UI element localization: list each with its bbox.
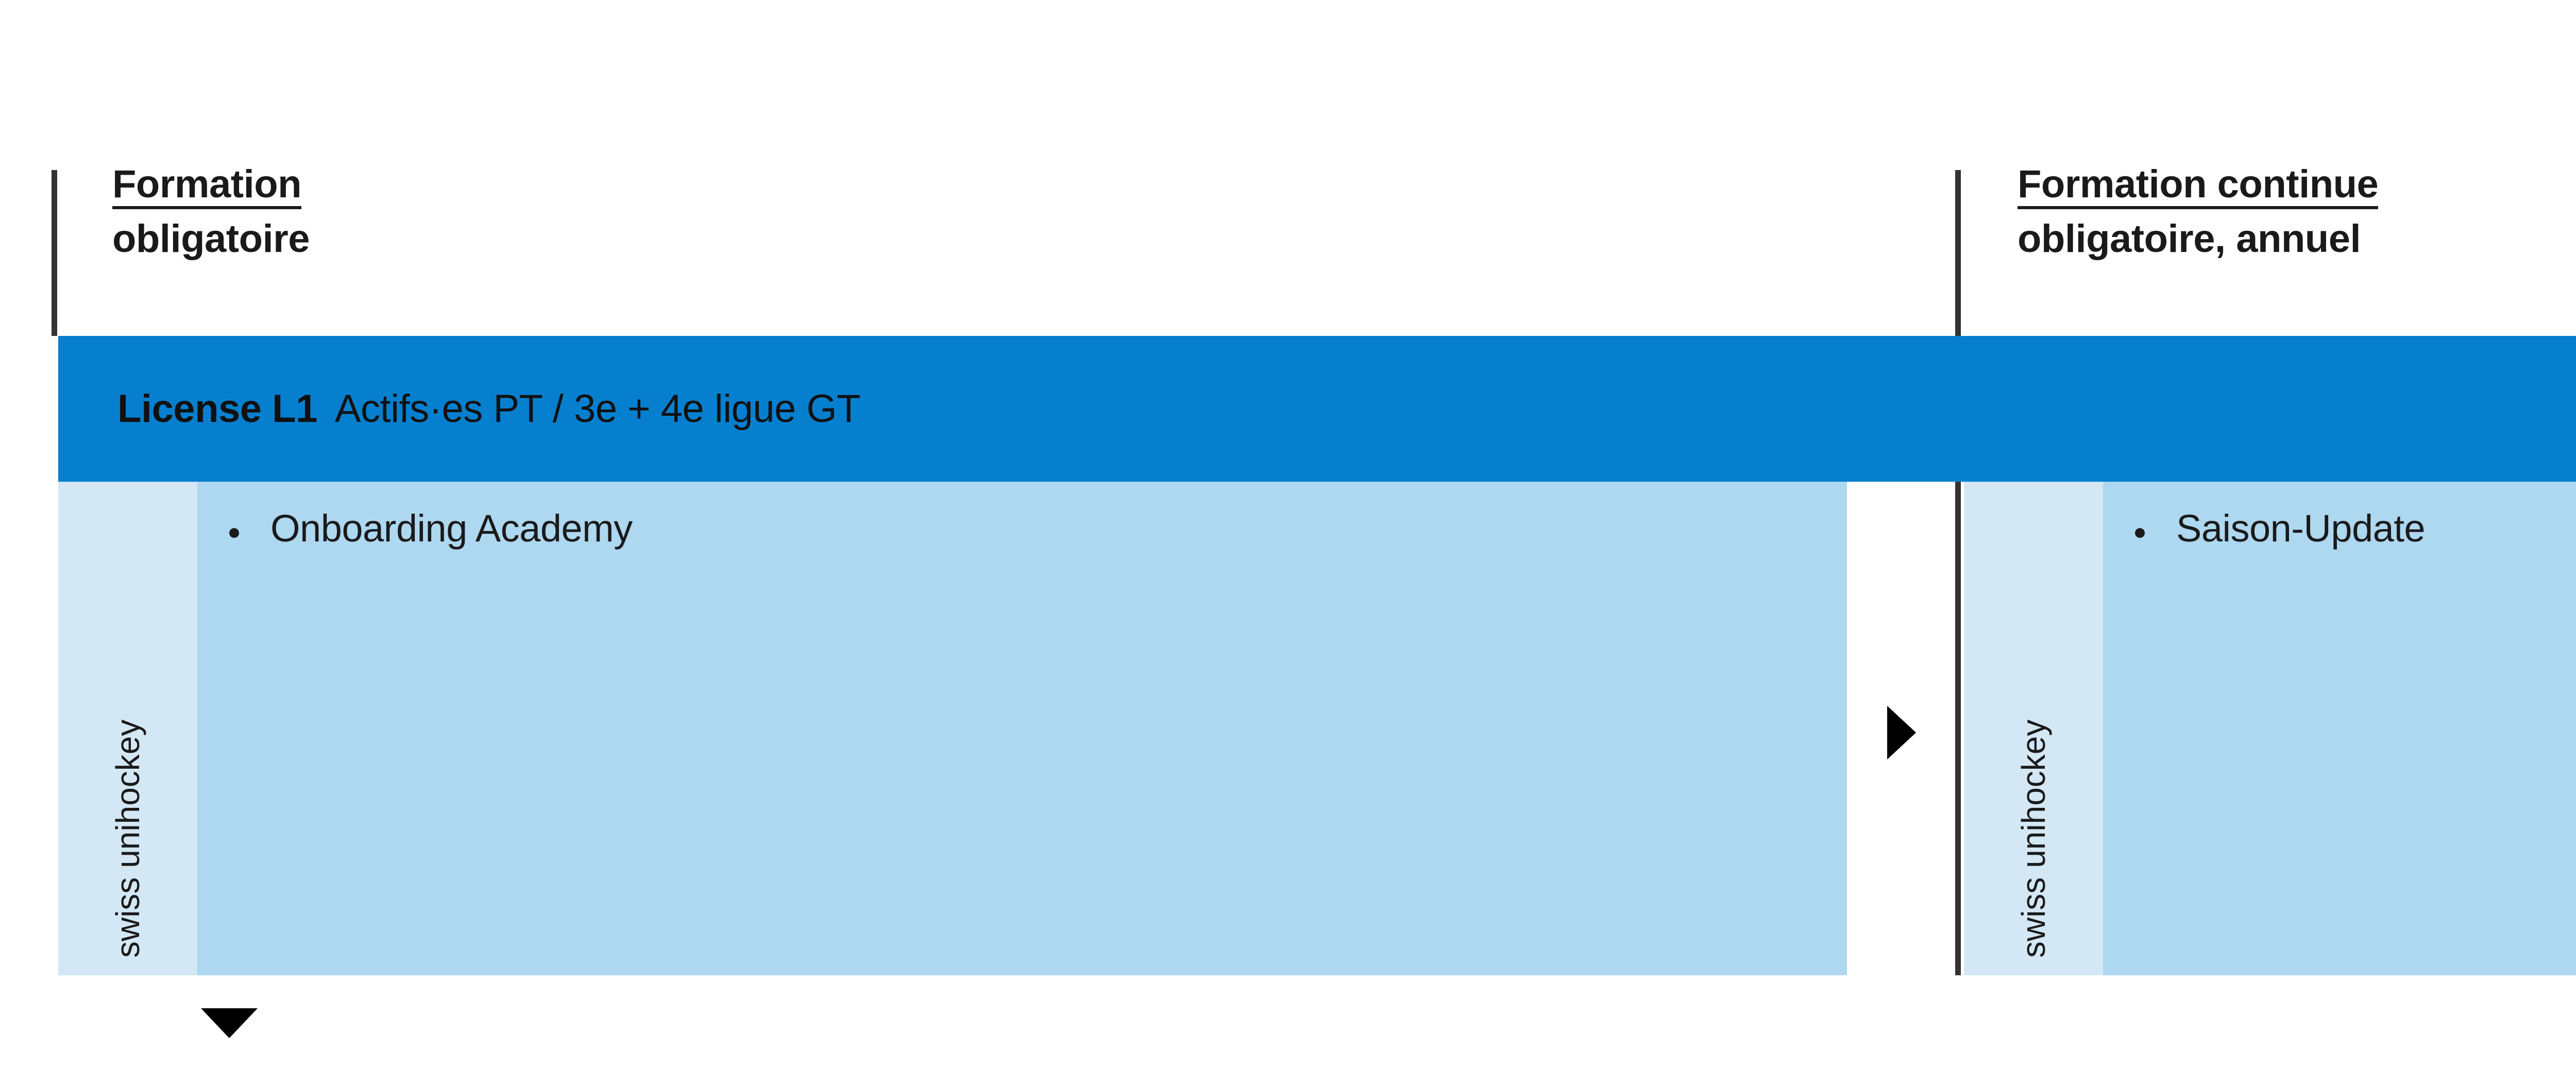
- triangle-down-icon: [201, 1008, 258, 1038]
- body-row-left: swiss unihockey Onboarding Academy: [58, 482, 2576, 975]
- content-column-right: Saison-Update: [2103, 482, 2576, 975]
- content-column-left: Onboarding Academy: [197, 482, 1847, 975]
- license-code: License L1: [117, 386, 317, 431]
- list-item-label: Onboarding Academy: [270, 507, 633, 550]
- header-column-formation-continue: Formation continue obligatoire, annuel: [2018, 165, 2379, 261]
- side-label-text-right: swiss unihockey: [2015, 719, 2052, 958]
- bullet-list-right: Saison-Update: [2103, 509, 2576, 560]
- header-subtitle-formation-continue: obligatoire, annuel: [2018, 217, 2361, 261]
- side-label-text-left: swiss unihockey: [109, 719, 146, 958]
- header-rule-left: [52, 170, 57, 336]
- header-subtitle-formation: obligatoire: [112, 217, 310, 261]
- side-label-column-right: swiss unihockey: [1964, 482, 2103, 975]
- header-column-formation: Formation obligatoire: [112, 165, 310, 259]
- side-label-column-left: swiss unihockey: [58, 482, 197, 975]
- body-rule-center: [1955, 482, 1961, 975]
- license-band: License L1 Actifs·es PT / 3e + 4e ligue G…: [58, 336, 2576, 482]
- triangle-right-icon: [1887, 706, 1916, 759]
- license-band-text: License L1 Actifs·es PT / 3e + 4e ligue G…: [117, 389, 860, 429]
- list-item[interactable]: Saison-Update: [2103, 509, 2576, 549]
- header-title-formation-continue: Formation continue: [2018, 165, 2379, 209]
- header-title-formation: Formation: [112, 165, 302, 209]
- list-item[interactable]: Onboarding Academy: [197, 509, 1847, 549]
- bullet-dot-icon: [2135, 528, 2145, 538]
- bullet-dot-icon: [229, 528, 239, 538]
- license-description: Actifs·es PT / 3e + 4e ligue GT: [334, 386, 861, 431]
- bullet-list-left: Onboarding Academy: [197, 509, 1847, 560]
- header-rule-center: [1955, 170, 1961, 336]
- list-item-label: Saison-Update: [2176, 507, 2426, 550]
